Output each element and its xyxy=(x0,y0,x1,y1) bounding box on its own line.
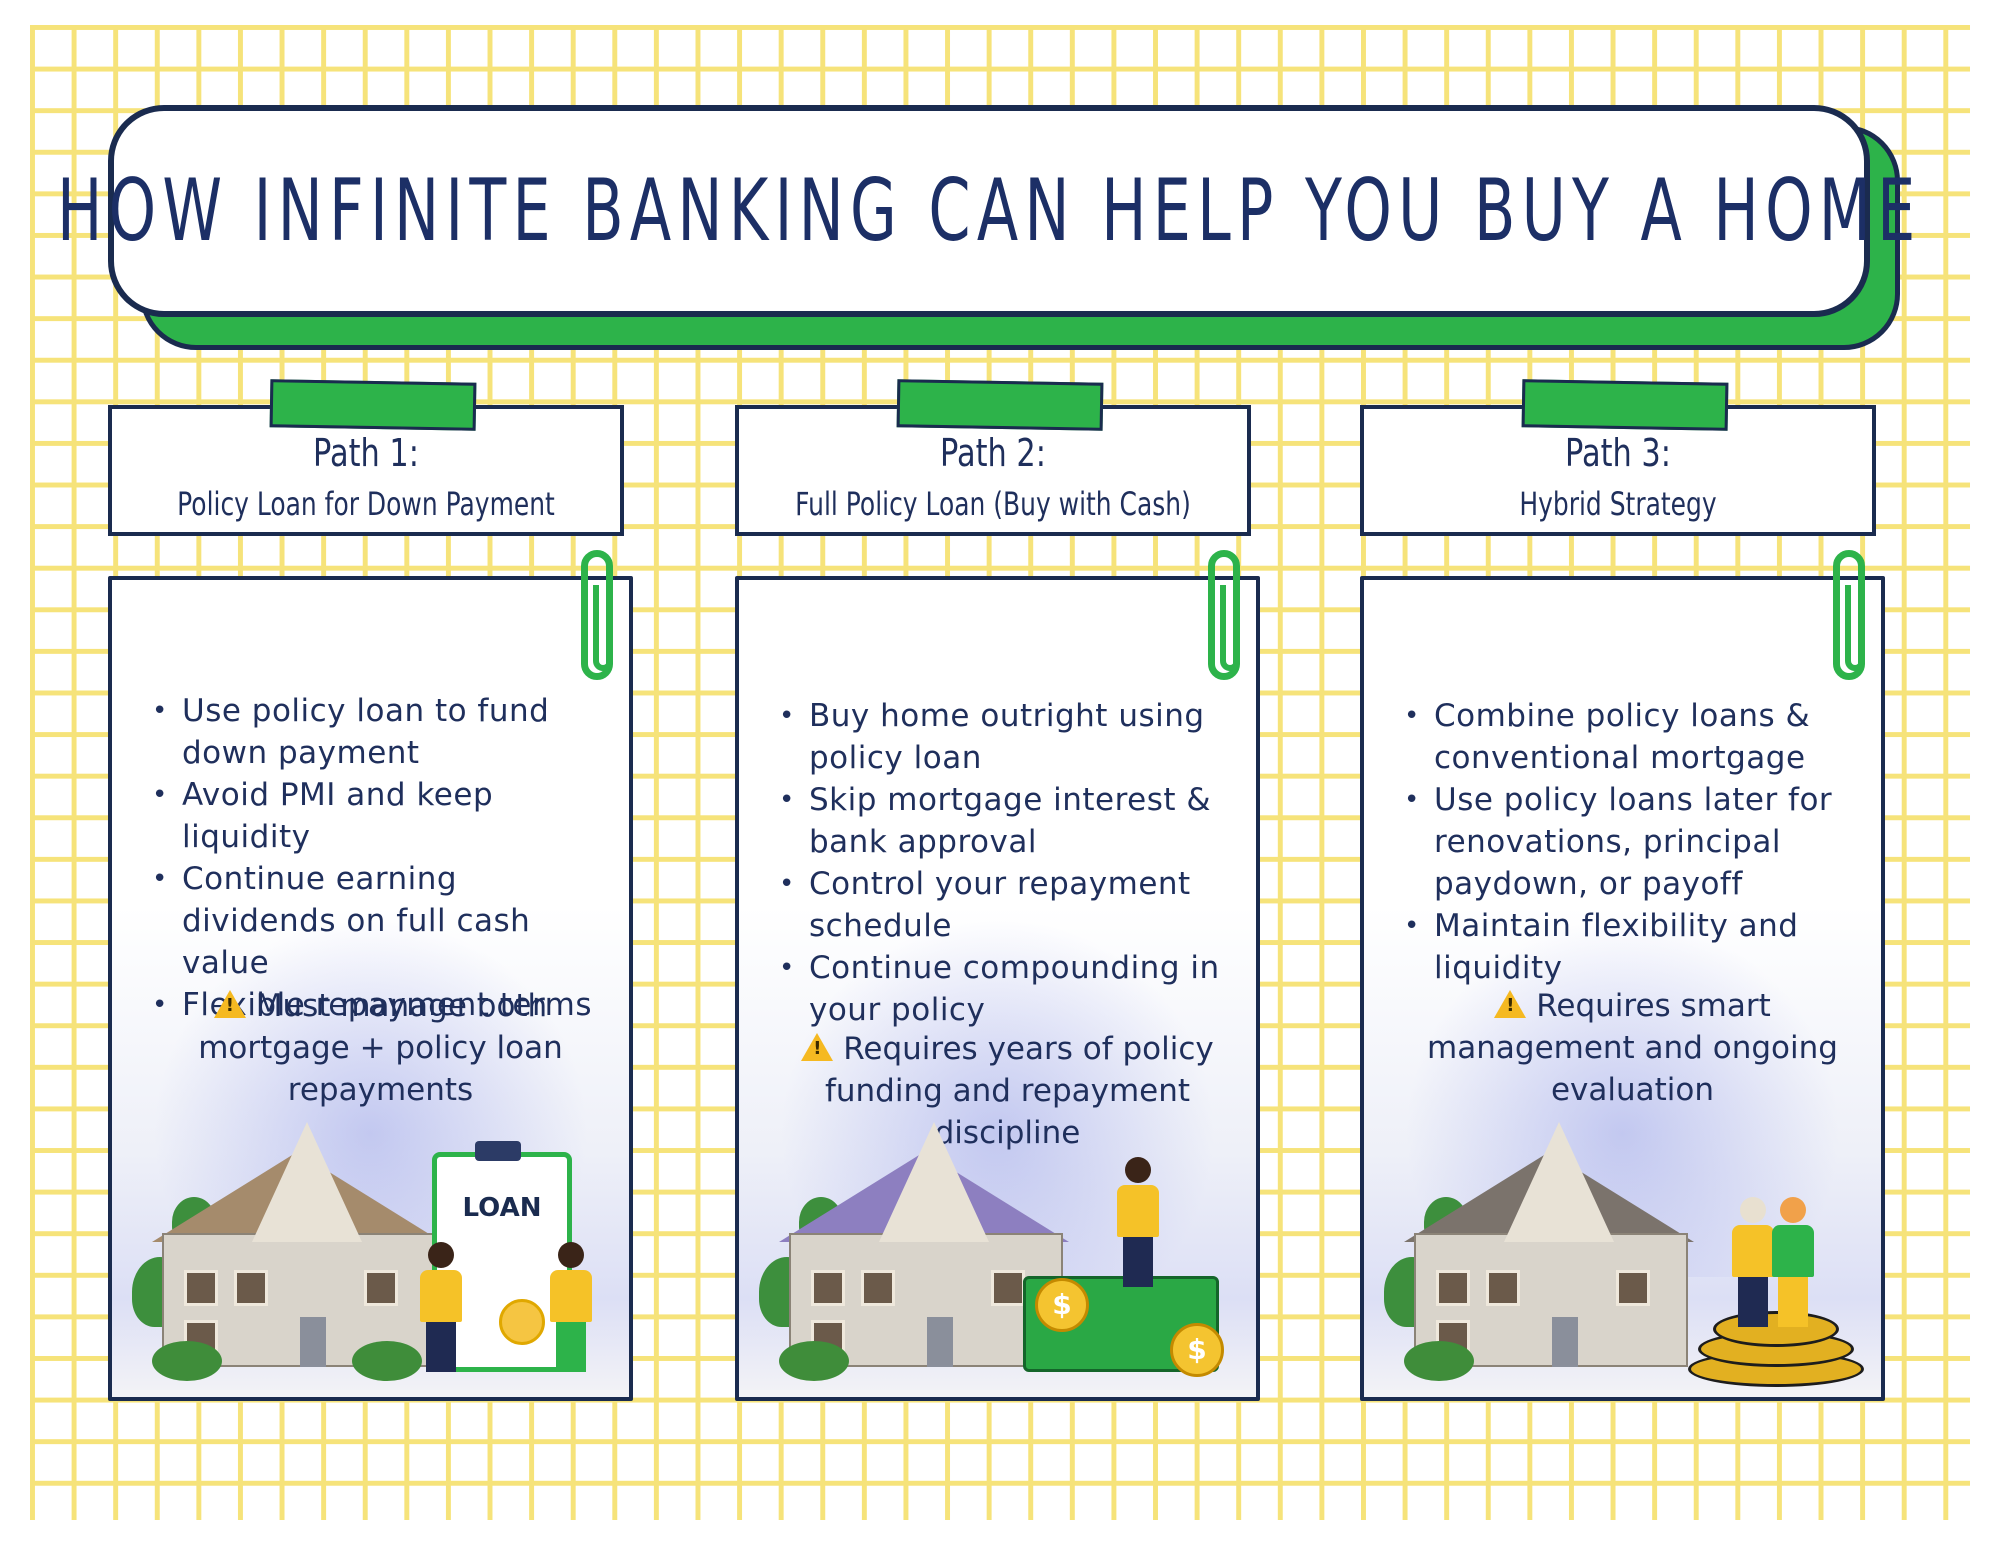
list-item: Continue earning dividends on full cash … xyxy=(150,858,609,984)
coin-stack-icon xyxy=(1713,1311,1839,1347)
list-item: Combine policy loans & conventional mort… xyxy=(1402,695,1861,779)
person-icon xyxy=(1730,1197,1774,1327)
coin-icon: $ xyxy=(1035,1278,1089,1332)
path-1-number: Path 1: xyxy=(312,431,420,475)
path-1-header: Path 1: Policy Loan for Down Payment xyxy=(108,379,624,536)
path-2-warning: Requires years of policy funding and rep… xyxy=(779,1028,1236,1154)
tape-decoration xyxy=(896,379,1104,431)
bush-icon xyxy=(779,1341,849,1381)
person-icon xyxy=(1770,1197,1814,1327)
paperclip-icon xyxy=(1833,550,1865,680)
list-item: Flexible repayment terms xyxy=(150,984,609,1026)
list-item: Avoid PMI and keep liquidity xyxy=(150,774,609,858)
gable-icon xyxy=(879,1122,989,1242)
path-3-warning: Requires smart management and ongoing ev… xyxy=(1404,985,1861,1111)
path-1-card: Use policy loan to fund down payment Avo… xyxy=(108,550,633,1401)
path-1-bullet-list: Use policy loan to fund down payment Avo… xyxy=(150,690,609,1026)
page-title: HOW INFINITE BANKING CAN HELP YOU BUY A … xyxy=(56,161,1922,261)
house-cash-illustration: $ $ xyxy=(759,1122,1239,1387)
warning-icon xyxy=(213,990,246,1018)
paperclip-icon xyxy=(1208,550,1240,680)
person-icon xyxy=(548,1242,592,1372)
list-item: Use policy loans later for renovations, … xyxy=(1402,779,1861,905)
door-icon xyxy=(927,1317,953,1367)
door-icon xyxy=(300,1317,326,1367)
list-item: Use policy loan to fund down payment xyxy=(150,690,609,774)
path-3-bullet-list: Combine policy loans & conventional mort… xyxy=(1402,695,1861,989)
seal-icon xyxy=(499,1299,545,1345)
person-icon xyxy=(418,1242,462,1372)
gable-icon xyxy=(252,1122,362,1242)
warning-icon xyxy=(1494,990,1527,1018)
house-hybrid-illustration xyxy=(1384,1122,1864,1387)
list-item: Buy home outright using policy loan xyxy=(777,695,1236,779)
coin-icon: $ xyxy=(1170,1323,1224,1377)
gable-icon xyxy=(1504,1122,1614,1242)
bush-icon xyxy=(1404,1341,1474,1381)
list-item: Continue compounding in your policy xyxy=(777,947,1236,1031)
list-item: Control your repayment schedule xyxy=(777,863,1236,947)
path-3-name: Hybrid Strategy xyxy=(1519,485,1717,523)
bush-icon xyxy=(152,1341,222,1381)
house-loan-illustration: LOAN xyxy=(132,1122,612,1387)
path-2-name: Full Policy Loan (Buy with Cash) xyxy=(795,485,1191,523)
path-3-header: Path 3: Hybrid Strategy xyxy=(1360,379,1876,536)
path-1-name: Policy Loan for Down Payment xyxy=(177,485,555,523)
tape-decoration xyxy=(1521,379,1729,431)
path-2-number: Path 2: xyxy=(939,431,1047,475)
paperclip-icon xyxy=(581,550,613,680)
tape-decoration xyxy=(269,379,477,431)
person-icon xyxy=(1115,1157,1159,1287)
list-item: Skip mortgage interest & bank approval xyxy=(777,779,1236,863)
door-icon xyxy=(1552,1317,1578,1367)
title-banner: HOW INFINITE BANKING CAN HELP YOU BUY A … xyxy=(57,105,1915,317)
path-2-bullet-list: Buy home outright using policy loan Skip… xyxy=(777,695,1236,1031)
warning-icon xyxy=(801,1033,834,1061)
path-2-card: Buy home outright using policy loan Skip… xyxy=(735,550,1260,1401)
path-2-header: Path 2: Full Policy Loan (Buy with Cash) xyxy=(735,379,1251,536)
path-3-card: Combine policy loans & conventional mort… xyxy=(1360,550,1885,1401)
path-1-warning: Must manage both mortgage + policy loan … xyxy=(152,985,609,1111)
bush-icon xyxy=(352,1341,422,1381)
list-item: Maintain flexibility and liquidity xyxy=(1402,905,1861,989)
path-3-number: Path 3: xyxy=(1564,431,1672,475)
